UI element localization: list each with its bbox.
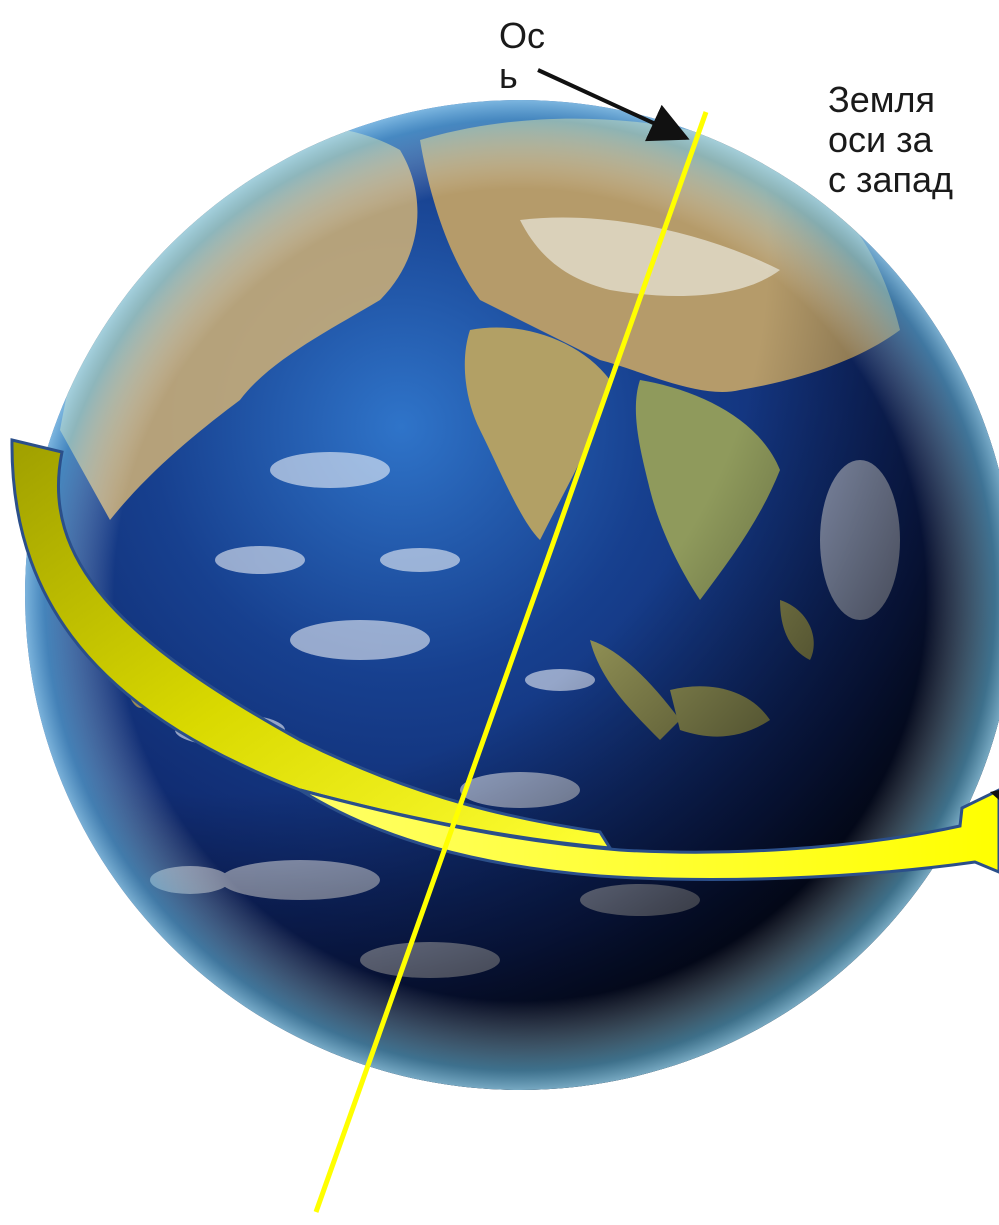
pointer-arrow-icon — [990, 790, 999, 800]
rotation-arrow-icon — [10, 438, 999, 882]
caption-line: Земля — [828, 79, 936, 120]
earth-axis — [313, 111, 709, 1213]
caption-line: оси за — [828, 119, 933, 160]
axis-label: Ос ь — [499, 15, 546, 96]
earth-globe-icon — [25, 100, 999, 1090]
earth-caption: Земля оси за с запад — [828, 80, 999, 200]
pointer-arrow-icon — [537, 68, 690, 142]
caption-line: с запад — [828, 159, 954, 200]
